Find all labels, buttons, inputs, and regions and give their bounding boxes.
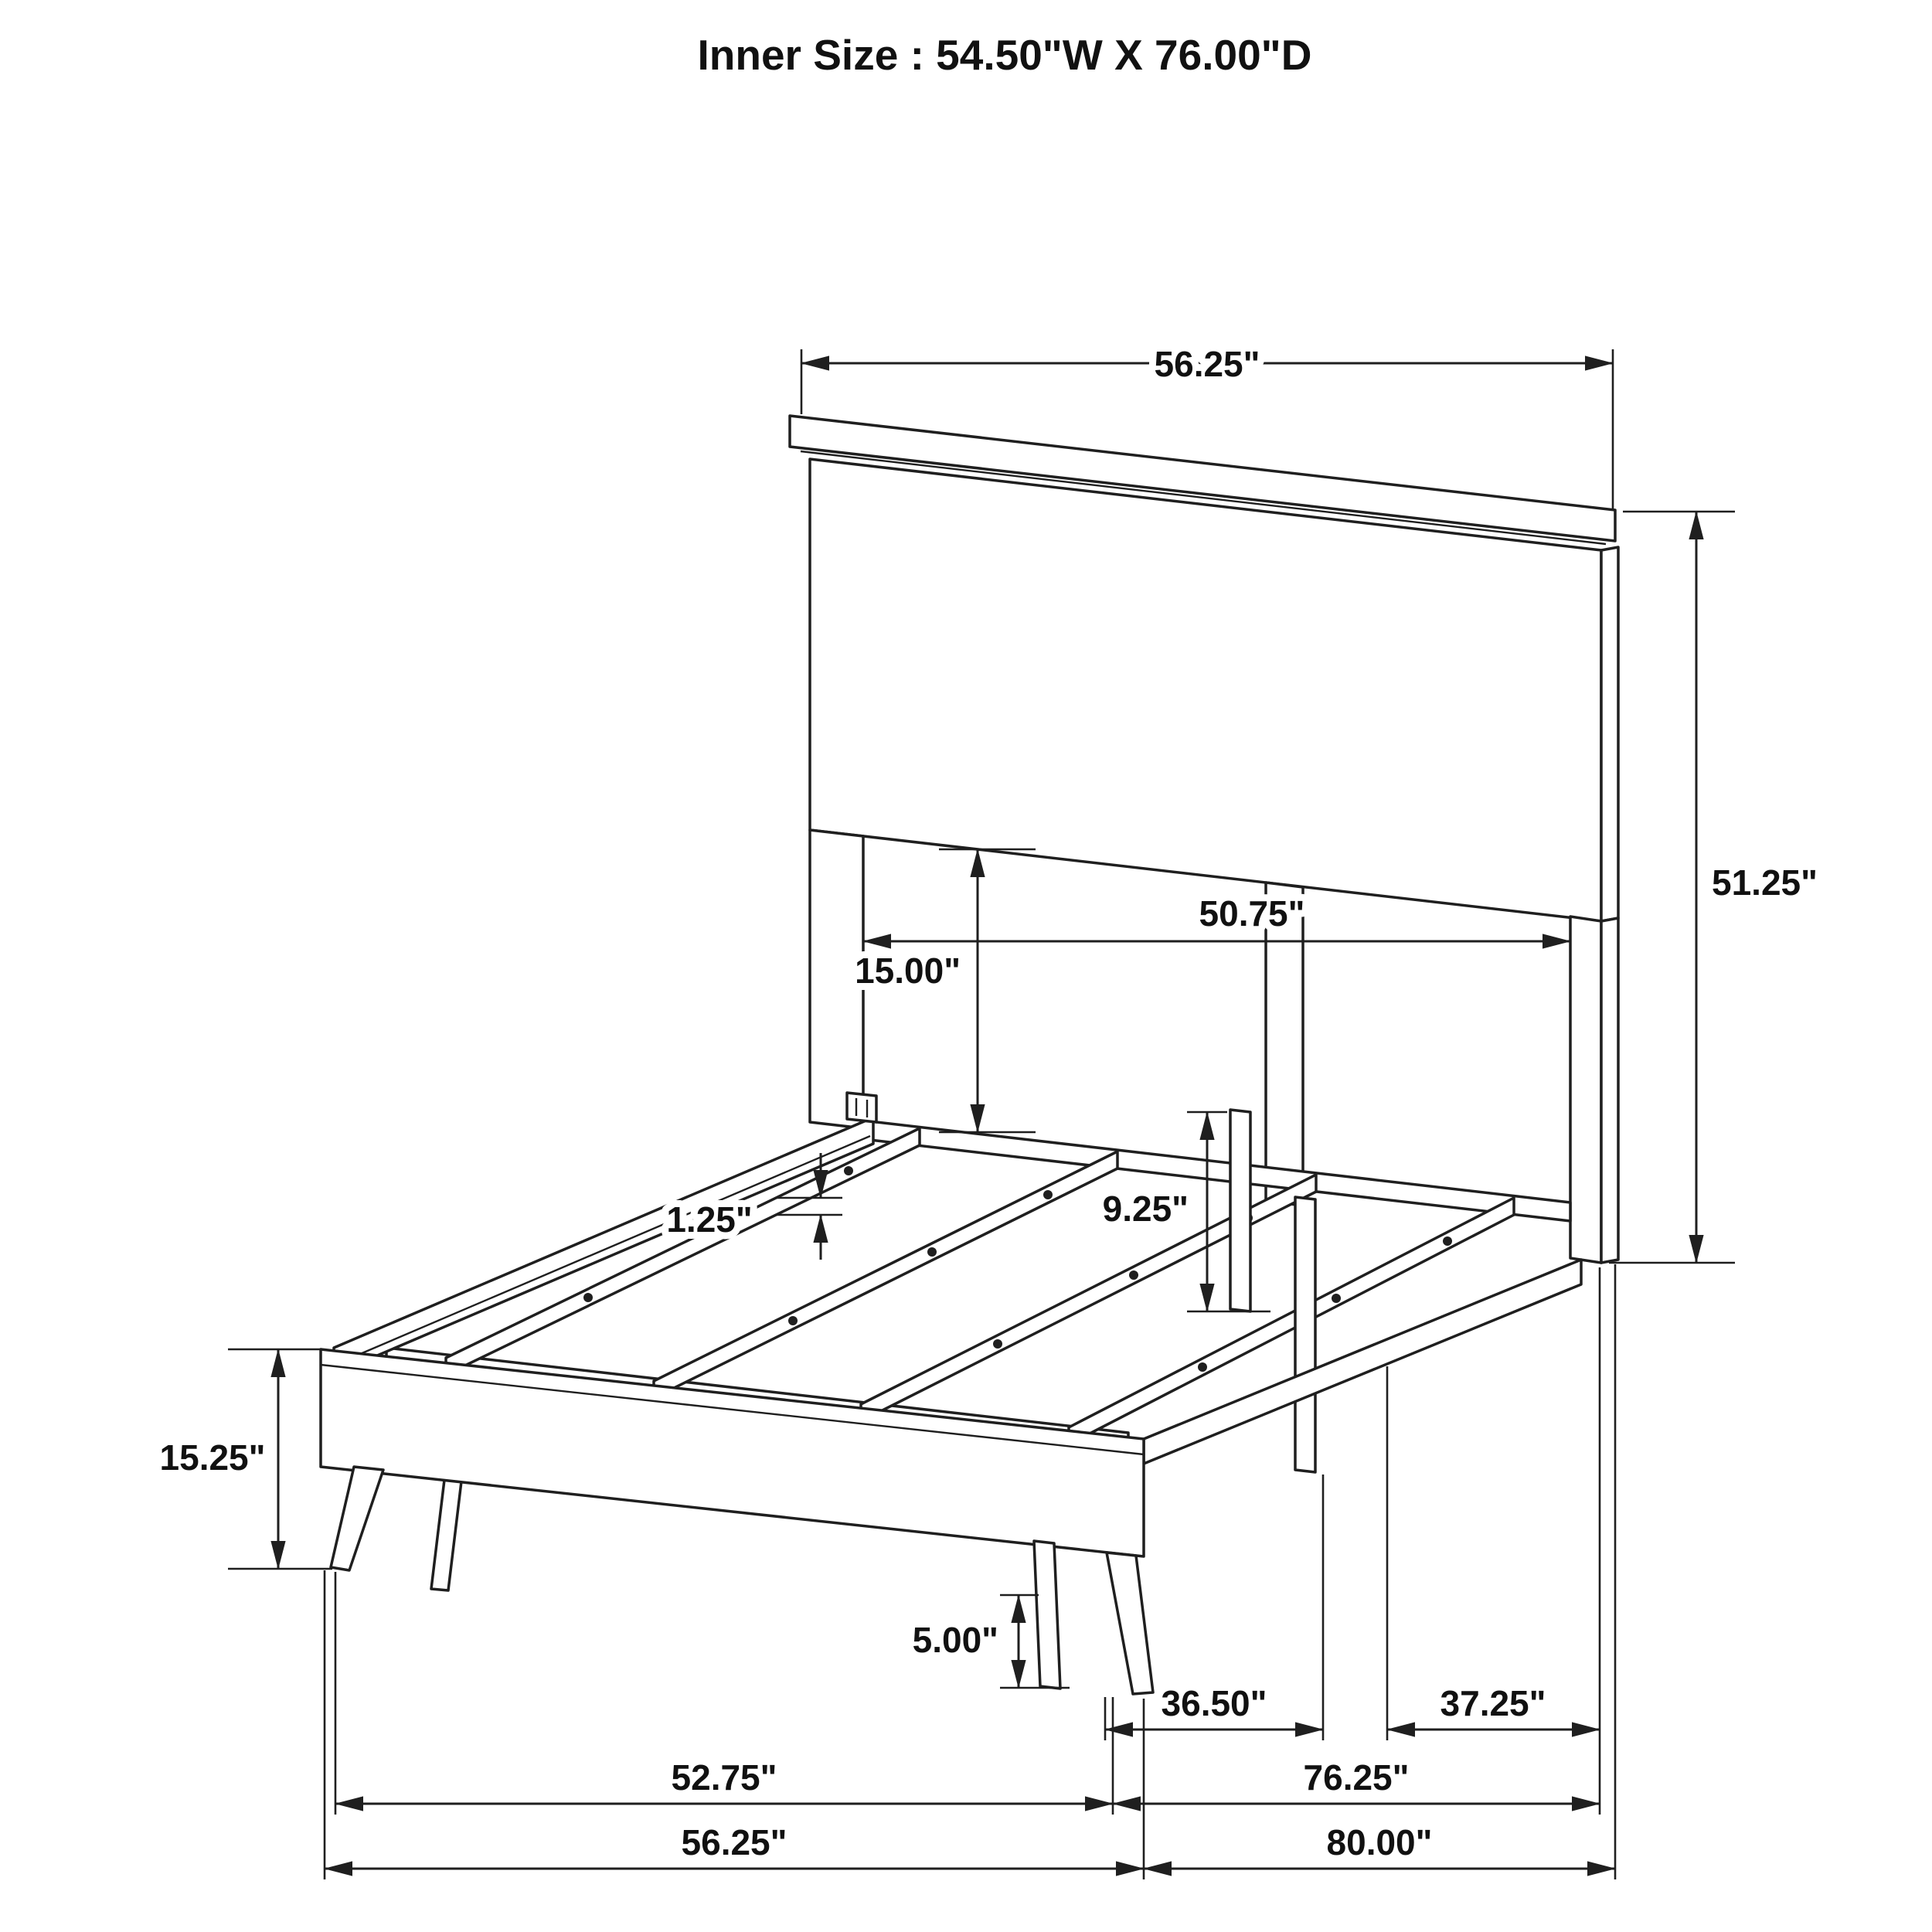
screw-icon <box>1043 1190 1053 1199</box>
dim-center-to-rear-leg-label: 37.25" <box>1440 1683 1546 1723</box>
screw-icon <box>1443 1236 1452 1246</box>
dim-front-leg-to-center-label: 36.50" <box>1162 1683 1267 1723</box>
front-left-leg <box>329 1465 385 1572</box>
center-support-leg <box>1294 1196 1317 1474</box>
dim-leg-height-label: 5.00" <box>913 1620 998 1660</box>
left-side-rail-inner-edge <box>349 1134 871 1360</box>
screw-icon <box>1198 1362 1207 1372</box>
screw-icon <box>726 1224 735 1233</box>
dim-footboard-height-label: 15.25" <box>160 1437 266 1478</box>
footboard <box>319 1348 1155 1696</box>
headboard-right-leg-edge <box>1600 917 1620 1264</box>
front-right-leg <box>1105 1551 1155 1696</box>
dim-overall-width-label: 56.25" <box>682 1822 787 1862</box>
screw-icon <box>583 1293 593 1302</box>
headboard-panel <box>808 457 1603 923</box>
dim-overall-length-label: 80.00" <box>1327 1822 1433 1862</box>
dim-slat-thickness-label: 1.25" <box>666 1199 752 1240</box>
footboard-panel <box>319 1348 1145 1558</box>
dim-headboard-height-label: 51.25" <box>1712 862 1818 903</box>
screw-icon <box>844 1166 853 1175</box>
headboard-cap <box>788 414 1617 543</box>
dim-panel-to-rail-label: 15.00" <box>855 951 961 991</box>
head-cross-rail <box>862 1119 1572 1223</box>
headboard-cap-bevel <box>800 450 1607 546</box>
screw-icon <box>927 1247 937 1257</box>
screw-icon <box>993 1339 1002 1349</box>
dim-headboard-width-label: 56.25" <box>1155 344 1260 384</box>
screw-icon <box>1332 1294 1341 1303</box>
dim-front-to-rear-leg-label: 76.25" <box>1304 1757 1410 1798</box>
dim-center-support-label: 9.25" <box>1103 1189 1189 1229</box>
dimension-annotations: 56.25" 51.25" 50.75" 15.00" 1.25" 9.25" … <box>153 337 1825 1879</box>
left-side-rail <box>332 1116 875 1376</box>
screw-icon <box>1129 1270 1138 1280</box>
dim-inner-width-label: 50.75" <box>1199 893 1305 934</box>
headboard-right-leg <box>1569 915 1603 1264</box>
dim-footboard-leg-span-label: 52.75" <box>672 1757 777 1798</box>
screw-icon <box>788 1316 798 1325</box>
rail-bracket-icon <box>845 1091 878 1124</box>
headboard <box>788 414 1620 1264</box>
headboard-right-edge <box>1600 546 1620 923</box>
diagram-title: Inner Size : 54.50"W X 76.00"D <box>698 31 1312 79</box>
footboard-cap-edge <box>320 1363 1145 1456</box>
center-support-leg <box>1229 1108 1252 1313</box>
center-front-leg <box>1032 1539 1062 1690</box>
slat <box>444 1127 921 1376</box>
